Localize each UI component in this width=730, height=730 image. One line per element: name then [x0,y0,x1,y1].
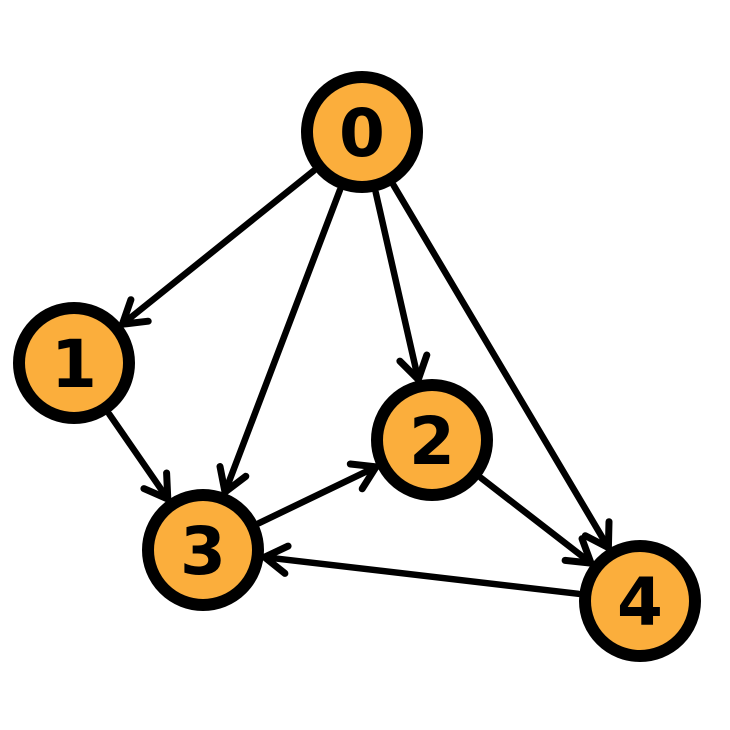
edge-1-3 [105,410,172,503]
edge-arrowhead [140,469,172,503]
edge-0-3 [216,186,344,496]
edge-line [255,463,380,527]
edge-arrowhead [346,460,380,493]
edge-line [477,474,595,567]
edge-0-4 [390,182,613,552]
node-circle [13,302,135,424]
edge-line [105,410,172,503]
node-layer: 0 1 2 3 4 [13,71,701,662]
graph-node-4: 4 [579,540,701,662]
edge-0-1 [118,167,317,328]
node-label: 1 [51,326,97,403]
edge-layer [105,167,613,598]
edge-arrowhead [561,535,595,567]
edge-arrowhead [396,351,431,383]
graph-node-0: 0 [301,71,423,193]
edge-arrowhead [261,542,292,577]
edge-line [221,186,344,496]
edge-2-4 [477,474,595,567]
edge-line [261,553,582,598]
edge-3-2 [255,460,380,527]
node-circle [301,71,423,193]
edge-line [372,189,422,383]
edge-4-3 [261,542,582,598]
edge-arrowhead [216,463,250,496]
node-label: 4 [617,564,663,641]
node-label: 0 [339,95,385,172]
edge-line [119,167,317,328]
edge-arrowhead [581,518,613,552]
node-circle [579,540,701,662]
node-label: 3 [180,513,226,590]
graph-node-1: 1 [13,302,135,424]
graph-node-3: 3 [142,489,264,611]
edge-0-2 [372,189,431,383]
graph-node-2: 2 [371,379,493,501]
node-circle [371,379,493,501]
edge-line [390,182,612,551]
edge-arrowhead [118,296,152,328]
node-label: 2 [409,403,455,480]
node-circle [142,489,264,611]
